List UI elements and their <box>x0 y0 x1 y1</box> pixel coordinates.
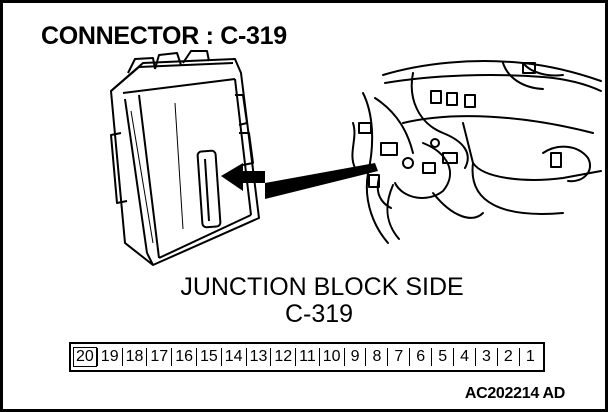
pin-label: 2 <box>496 348 519 366</box>
pin-label: 13 <box>245 348 271 366</box>
pin-label: 9 <box>343 348 366 366</box>
pin-label: 12 <box>270 348 295 366</box>
pin-label: 7 <box>387 348 409 366</box>
pin-label: 10 <box>318 348 344 366</box>
pin-label: 18 <box>121 348 147 366</box>
pin-label: 1 <box>518 348 541 366</box>
pin-label: 3 <box>475 348 497 366</box>
pin-label: 5 <box>431 348 453 366</box>
pin-label: 16 <box>171 348 196 366</box>
pin-label: 20 <box>73 347 97 367</box>
pin-label: 8 <box>365 348 387 366</box>
pin-label: 4 <box>453 348 475 366</box>
pin-label: 19 <box>96 348 122 366</box>
pin-label: 15 <box>195 348 221 366</box>
pointer-wedge-icon <box>265 163 378 199</box>
junction-block-caption: JUNCTION BLOCK SIDE <box>180 273 464 301</box>
arrow-icon <box>221 163 265 191</box>
pin-label: 11 <box>295 348 319 366</box>
connector-title: CONNECTOR : C-319 <box>41 22 287 50</box>
pin-label: 14 <box>220 348 246 366</box>
connector-pin-strip: 20 19 18 17 16 15 14 13 12 11 10 9 8 7 6… <box>69 342 545 372</box>
junction-block-illustration <box>110 50 602 266</box>
connector-id-caption: C-319 <box>284 300 354 328</box>
junction-block-icon <box>110 50 260 266</box>
pin-label: 6 <box>409 348 431 366</box>
dashboard-harness-icon <box>351 60 602 244</box>
pin-label: 17 <box>146 348 171 366</box>
figure-code: AC202214 AD <box>464 385 565 402</box>
